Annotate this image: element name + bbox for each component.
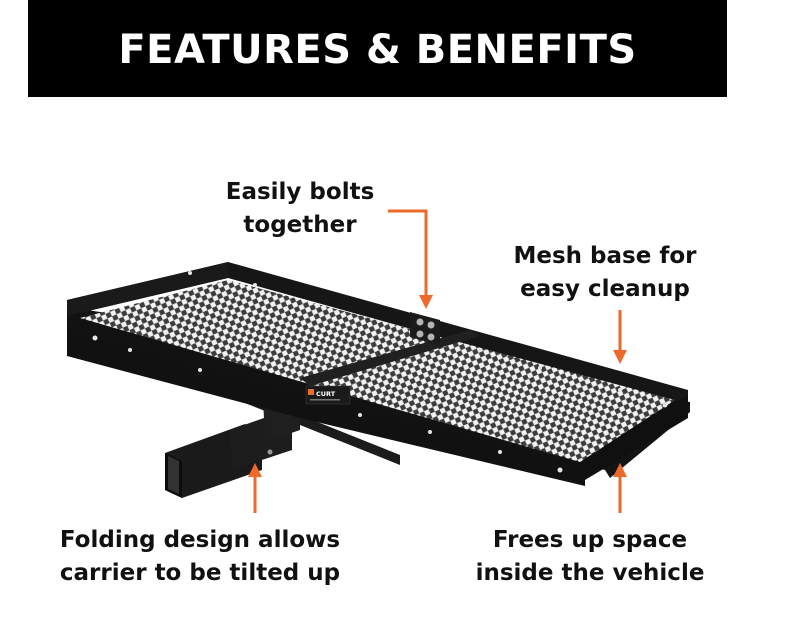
mesh-floor [80, 280, 675, 462]
arrow-bolts-head [419, 295, 433, 309]
arrow-frees-head [613, 463, 627, 477]
callout-easily-bolts-line1: Easily bolts [225, 179, 375, 205]
center-joint [300, 312, 480, 386]
arrow-folding-head [248, 463, 262, 477]
callout-mesh-base-line2: easy cleanup [520, 276, 690, 302]
brand-label: CURT [305, 385, 351, 405]
callout-frees-space: Frees up space inside the vehicle [460, 524, 720, 590]
callout-easily-bolts-line2: together [243, 212, 357, 238]
callout-arrows [253, 209, 622, 513]
header-banner: FEATURES & BENEFITS [28, 0, 727, 97]
callout-folding-design-line1: Folding design allows [59, 527, 341, 553]
rail-holes [92, 271, 668, 473]
front-rail-left [67, 330, 300, 418]
arrow-heads [248, 295, 627, 477]
callout-folding-design: Folding design allows carrier to be tilt… [40, 524, 360, 590]
page-title: FEATURES & BENEFITS [118, 26, 637, 73]
brand-label-text: CURT [316, 390, 336, 398]
callout-easily-bolts: Easily bolts together [200, 176, 400, 242]
callout-mesh-base-line1: Mesh base for [513, 243, 697, 269]
callout-mesh-base: Mesh base for easy cleanup [490, 240, 720, 306]
callout-folding-design-line2: carrier to be tilted up [59, 560, 341, 586]
front-rail-right [300, 393, 585, 486]
callout-frees-space-line1: Frees up space [492, 527, 688, 553]
arrow-bolts [388, 209, 428, 297]
callout-frees-space-line2: inside the vehicle [475, 560, 705, 586]
arrow-mesh-head [613, 350, 627, 364]
